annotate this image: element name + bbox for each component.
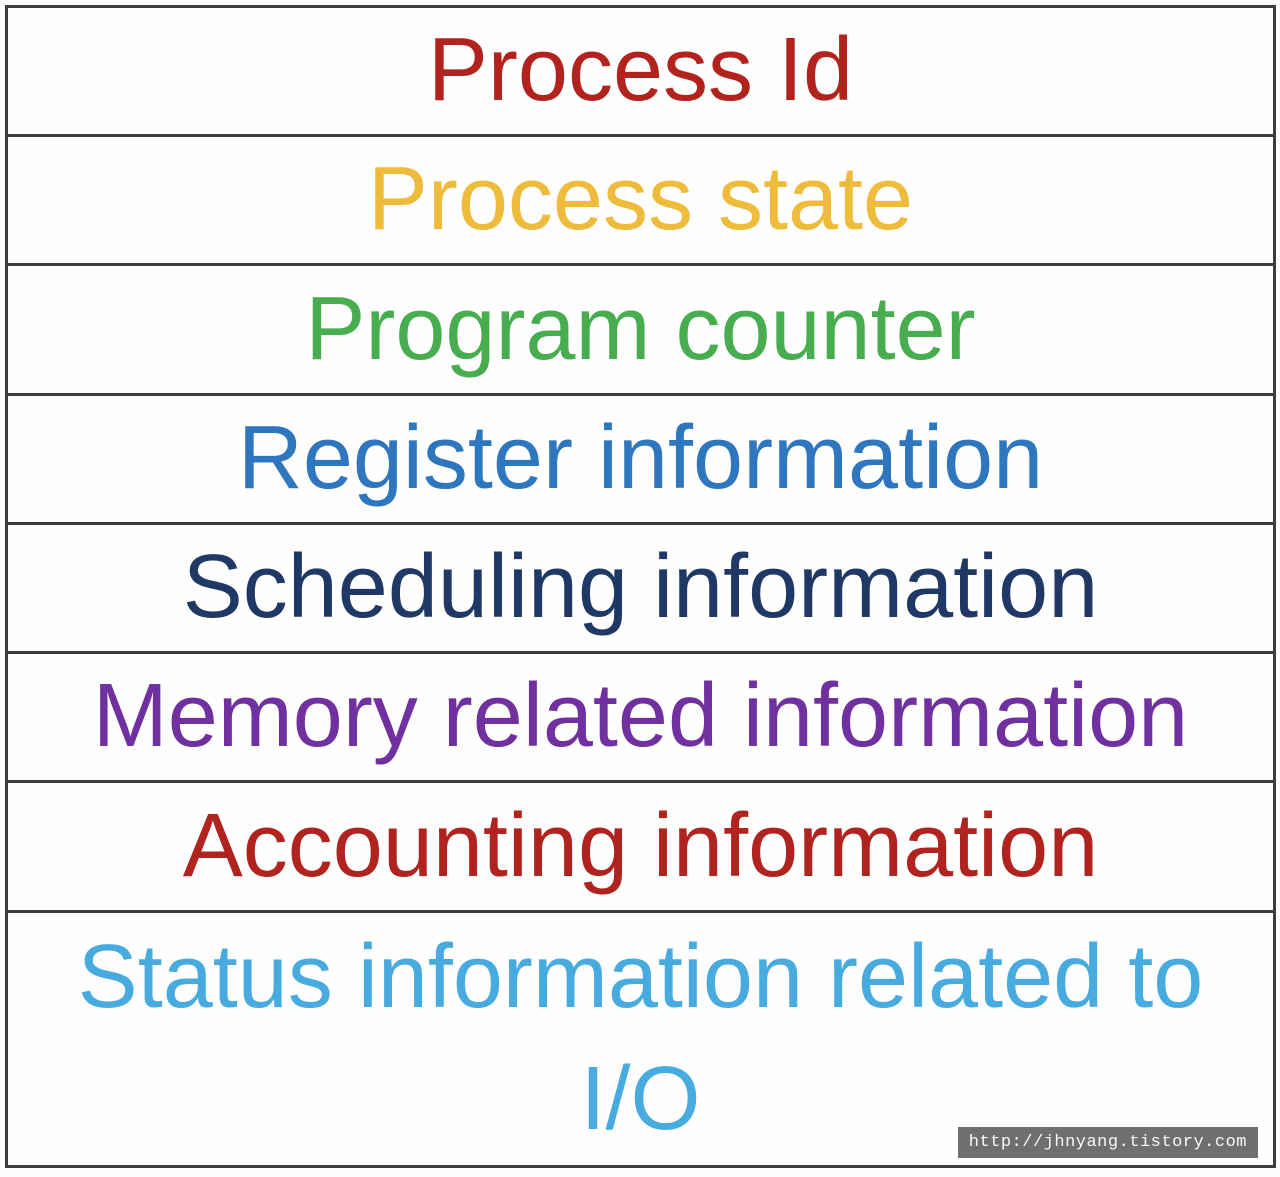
table-row: Process state: [8, 137, 1273, 267]
row-label: Status information related to I/O: [77, 927, 1204, 1149]
row-label: Memory related information: [92, 666, 1189, 767]
row-label: Scheduling information: [182, 537, 1099, 638]
row-label: Process state: [367, 149, 914, 250]
pcb-table: Process Id Process state Program counter…: [5, 5, 1276, 1168]
table-row: Program counter: [8, 266, 1273, 396]
row-label: Program counter: [305, 278, 976, 379]
row-label: Accounting information: [182, 795, 1099, 896]
table-row: Accounting information: [8, 783, 1273, 913]
watermark: http://jhnyang.tistory.com: [957, 1127, 1258, 1158]
row-label: Process Id: [427, 20, 854, 121]
table-row: Scheduling information: [8, 525, 1273, 655]
table-row: Process Id: [8, 8, 1273, 138]
row-label: Register information: [237, 407, 1044, 508]
table-row: Memory related information: [8, 654, 1273, 784]
table-row: Status information related to I/O: [8, 913, 1273, 1165]
table-row: Register information: [8, 396, 1273, 525]
